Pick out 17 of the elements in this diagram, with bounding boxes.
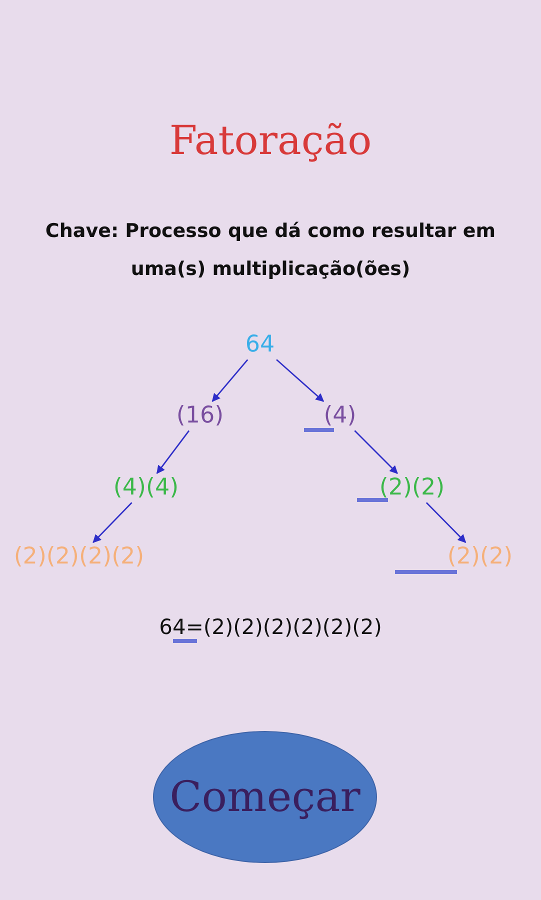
factor-text: (2)(2)(2)(2) <box>10 542 148 572</box>
start-button: Começar <box>153 731 377 863</box>
arrow <box>212 359 248 402</box>
factor-text: (16) <box>173 401 227 431</box>
definition-text: Chave: Processo que dá como resultar em uma(s) multiplicação(ões) <box>44 219 497 282</box>
factor-text: 64 <box>242 330 278 360</box>
arrow <box>156 430 190 474</box>
factor-text: (4)(4) <box>110 473 182 503</box>
arrow <box>276 359 324 402</box>
arrow <box>92 502 132 543</box>
factor-text: (2)(2) <box>376 473 448 503</box>
arrow <box>354 430 398 474</box>
factor-text: (4) <box>320 401 360 431</box>
arrow <box>426 502 466 543</box>
title: Fatoração <box>168 118 373 164</box>
equation-text: 64=(2)(2)(2)(2)(2)(2) <box>158 614 383 640</box>
factor-text: (2)(2) <box>444 542 516 572</box>
